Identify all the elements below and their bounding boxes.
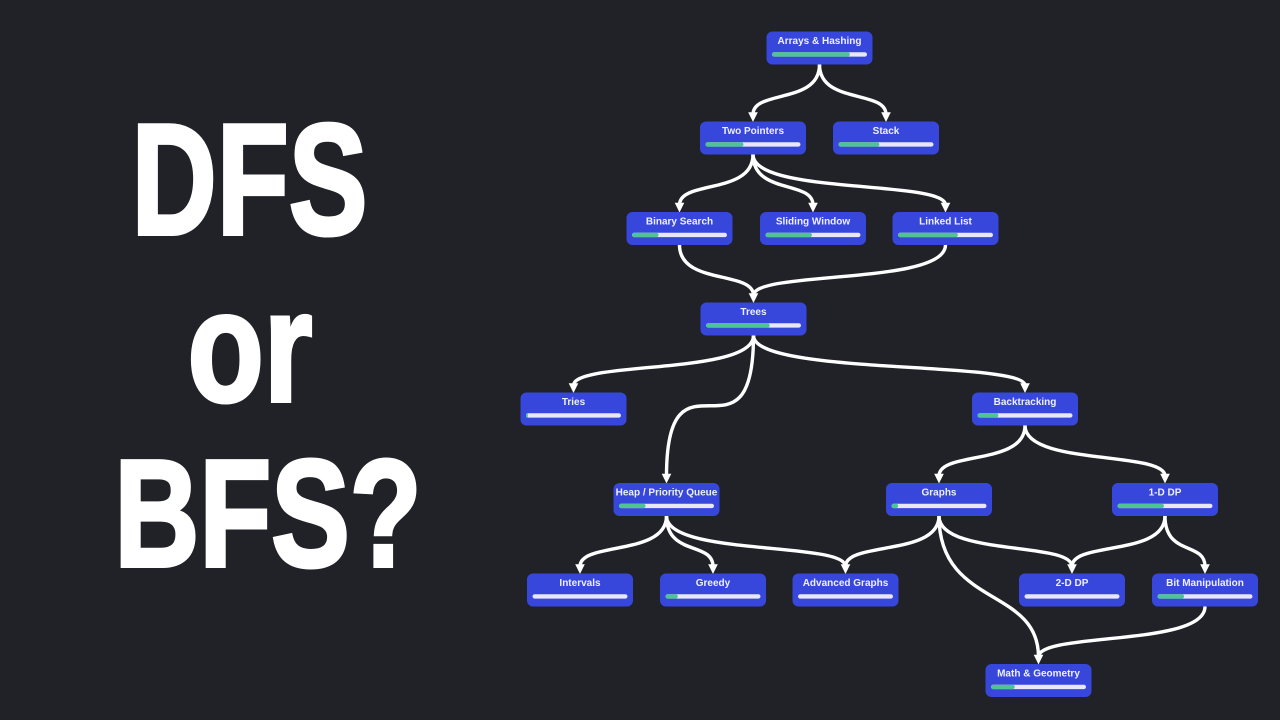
- svg-text:Advanced Graphs: Advanced Graphs: [803, 578, 889, 589]
- svg-text:Tries: Tries: [562, 397, 586, 408]
- svg-text:Intervals: Intervals: [559, 578, 601, 589]
- svg-text:Graphs: Graphs: [921, 487, 956, 498]
- svg-text:Greedy: Greedy: [696, 578, 731, 589]
- svg-text:Stack: Stack: [873, 126, 900, 137]
- svg-text:Backtracking: Backtracking: [994, 397, 1057, 408]
- svg-text:Binary Search: Binary Search: [646, 216, 713, 227]
- svg-text:2-D DP: 2-D DP: [1056, 578, 1089, 589]
- svg-text:DFS: DFS: [131, 91, 367, 268]
- svg-text:Arrays & Hashing: Arrays & Hashing: [778, 36, 862, 47]
- svg-text:Two Pointers: Two Pointers: [722, 126, 784, 137]
- svg-text:Math & Geometry: Math & Geometry: [997, 668, 1080, 679]
- svg-text:Heap / Priority Queue: Heap / Priority Queue: [616, 487, 718, 498]
- svg-text:BFS?: BFS?: [114, 428, 421, 598]
- svg-text:Trees: Trees: [740, 307, 767, 318]
- svg-text:Bit Manipulation: Bit Manipulation: [1166, 578, 1244, 589]
- svg-text:or: or: [188, 259, 313, 435]
- svg-text:Linked List: Linked List: [919, 216, 972, 227]
- svg-text:Sliding Window: Sliding Window: [776, 216, 851, 227]
- svg-text:1-D DP: 1-D DP: [1149, 487, 1182, 498]
